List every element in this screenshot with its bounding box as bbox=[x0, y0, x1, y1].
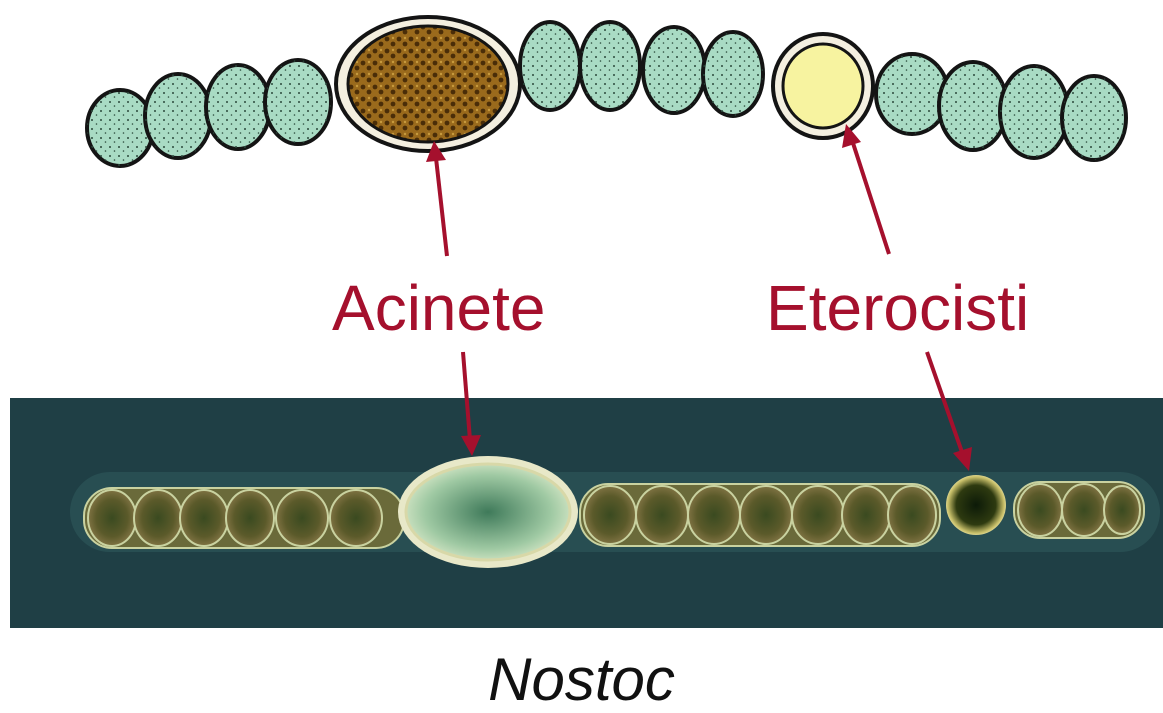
drawn-heterocyst bbox=[773, 34, 873, 138]
drawn-cell bbox=[265, 60, 331, 144]
drawn-cell bbox=[206, 65, 270, 149]
drawn-cell bbox=[145, 74, 211, 158]
micrograph-vegetative-cells-left bbox=[84, 488, 404, 548]
label-eterocisti: Eterocisti bbox=[766, 276, 1029, 340]
drawn-cell bbox=[87, 90, 153, 166]
drawn-filament bbox=[87, 17, 1126, 166]
caption-nostoc: Nostoc bbox=[0, 650, 1163, 710]
drawn-vegetative-cells-left bbox=[87, 60, 331, 166]
micrograph-acinete bbox=[398, 456, 578, 568]
micrograph bbox=[10, 398, 1163, 628]
drawn-vegetative-cells-middle bbox=[520, 22, 763, 116]
drawn-vegetative-cells-right bbox=[876, 54, 1126, 160]
label-acinete: Acinete bbox=[332, 276, 545, 340]
micrograph-heterocyst bbox=[946, 475, 1006, 535]
micrograph-vegetative-cells-middle bbox=[580, 484, 940, 546]
drawn-acinete bbox=[336, 17, 520, 151]
arrow-eterocisti-up bbox=[842, 124, 889, 254]
micrograph-vegetative-cells-right bbox=[1014, 482, 1144, 538]
arrow-acinete-up bbox=[426, 141, 447, 256]
